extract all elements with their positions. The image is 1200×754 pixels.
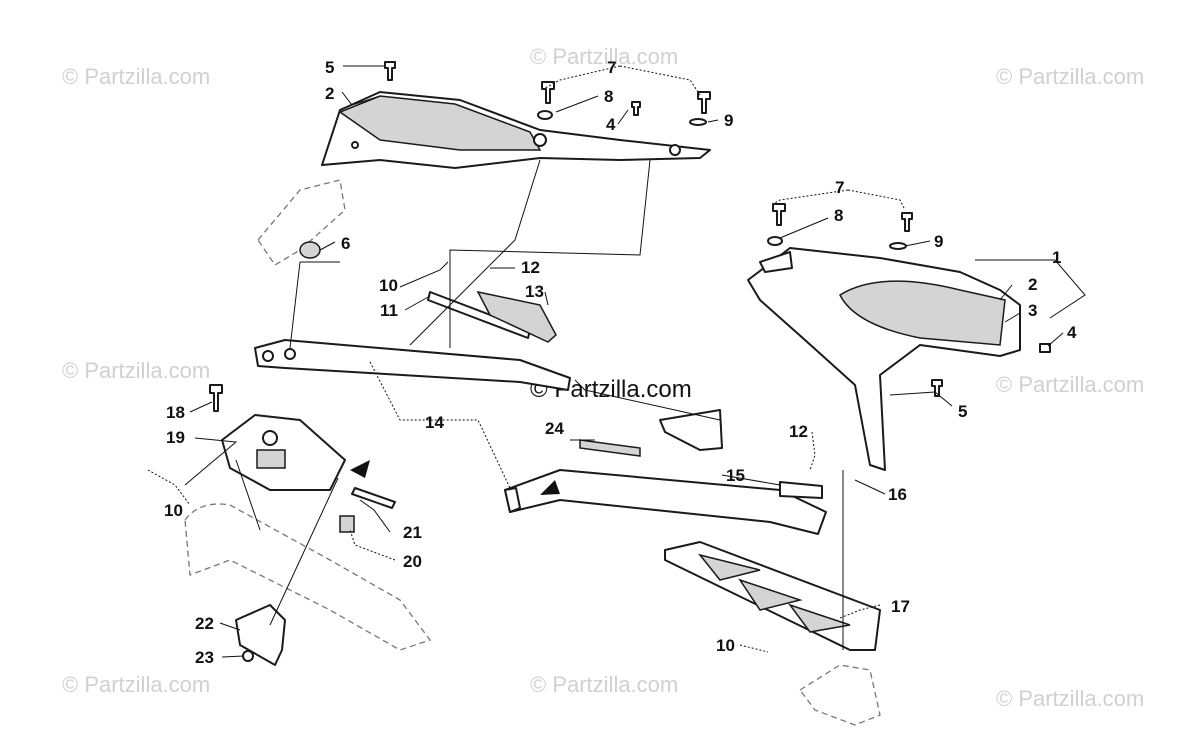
callout-12-top: 12: [521, 258, 540, 277]
callout-10-top: 10: [379, 276, 398, 295]
callout-9-right: 9: [934, 232, 943, 251]
callout-20: 20: [403, 552, 422, 571]
callout-10-bottom-right: 10: [716, 636, 735, 655]
nut-6: [299, 241, 321, 259]
callout-23: 23: [195, 648, 214, 667]
bolt-21: [351, 487, 396, 509]
bracket-13: [476, 290, 557, 343]
bracket-16: [779, 481, 823, 499]
callout-22: 22: [195, 614, 214, 633]
side-panel-left: [321, 91, 711, 169]
callout-10-left: 10: [164, 501, 183, 520]
callout-5-left: 5: [325, 58, 334, 77]
callout-1: 1: [1052, 248, 1061, 267]
callout-24: 24: [545, 419, 564, 438]
rail-lower: [504, 409, 827, 535]
frame-outline-left-top: [257, 179, 346, 266]
dashed-frames: [184, 179, 881, 726]
screw-5: [384, 61, 396, 81]
watermark-bottom-center: © Partzilla.com: [530, 672, 678, 697]
callout-8-left: 8: [604, 87, 613, 106]
bracket-15: [659, 409, 723, 451]
callout-7-left: 7: [607, 58, 616, 77]
callout-6: 6: [341, 234, 350, 253]
nut-23: [242, 650, 254, 662]
footrest-plate: [664, 541, 881, 651]
nut-20: [339, 515, 355, 533]
orientation-markers: [350, 460, 560, 495]
callout-4-right: 4: [1067, 323, 1077, 342]
fasteners-left: [299, 61, 711, 259]
watermark-bottom-right: © Partzilla.com: [996, 686, 1144, 711]
screw-5-right: [931, 379, 943, 397]
pad-24: [579, 439, 641, 457]
screw-7-right-b: [901, 212, 913, 232]
watermark-top-center: © Partzilla.com: [530, 44, 678, 69]
callout-21: 21: [403, 523, 422, 542]
triangle-marker-left: [350, 460, 370, 478]
callout-16: 16: [888, 485, 907, 504]
watermark-top-left: © Partzilla.com: [62, 64, 210, 89]
callout-2-left: 2: [325, 84, 334, 103]
triangle-marker-center: [540, 480, 560, 495]
callout-5-right: 5: [958, 402, 967, 421]
screw-4: [631, 101, 641, 116]
watermark-mid-right: © Partzilla.com: [996, 372, 1144, 397]
watermarks: © Partzilla.com © Partzilla.com © Partzi…: [62, 44, 1144, 711]
screw-7b: [697, 91, 711, 114]
clip-9: [689, 118, 707, 126]
bracket-assembly-left: [209, 384, 396, 666]
side-panel-right: [747, 203, 1051, 471]
callout-19: 19: [166, 428, 185, 447]
callout-7-right: 7: [835, 178, 844, 197]
screw-7: [541, 81, 555, 104]
callout-11: 11: [380, 301, 398, 320]
callout-15: 15: [726, 466, 745, 485]
callout-9-left: 9: [724, 111, 733, 130]
callout-4-left: 4: [606, 115, 616, 134]
callout-2-right: 2: [1028, 275, 1037, 294]
watermark-bottom-left: © Partzilla.com: [62, 672, 210, 697]
bolt-18: [209, 384, 223, 412]
leader-lines: [147, 65, 1086, 658]
callout-18: 18: [166, 403, 185, 422]
frame-outline-left-bottom: [184, 503, 432, 651]
callout-8-right: 8: [834, 206, 843, 225]
callout-13: 13: [525, 282, 544, 301]
rail-upper: [254, 290, 571, 391]
screw-4-right: [1039, 343, 1051, 353]
screw-7-right: [772, 203, 786, 226]
frame-outline-right-bottom: [799, 664, 881, 726]
washer-8: [537, 110, 553, 120]
watermark-mid-left: © Partzilla.com: [62, 358, 210, 383]
watermark-top-right: © Partzilla.com: [996, 64, 1144, 89]
callout-14: 14: [425, 413, 444, 432]
callout-3: 3: [1028, 301, 1037, 320]
clip-9-right: [889, 242, 907, 250]
callout-17: 17: [891, 597, 910, 616]
callout-labels: 5 2 7 8 4 9 6 10 11 12 13 7 8 9 1 2 3 4 …: [164, 58, 1077, 667]
washer-8-right: [767, 236, 783, 246]
callout-12-bottom: 12: [789, 422, 808, 441]
